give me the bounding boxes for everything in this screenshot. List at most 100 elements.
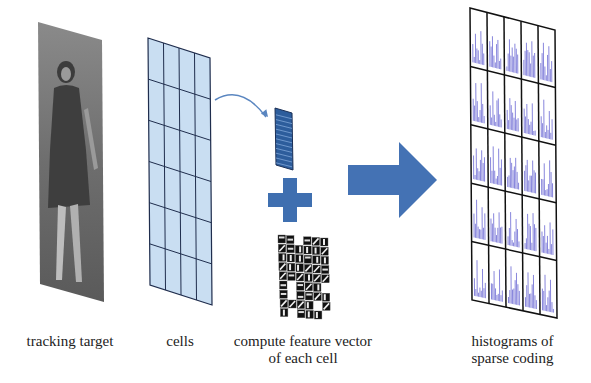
- histogram-bar: [482, 104, 483, 123]
- atom-ground: [279, 272, 287, 280]
- atom-ground: [297, 282, 305, 290]
- histogram-bar: [482, 269, 483, 298]
- atom-stroke: [299, 246, 301, 252]
- histogram-bar: [473, 156, 474, 180]
- histogram-bar: [543, 43, 544, 80]
- histogram-bar: [546, 305, 547, 311]
- atom-stroke: [315, 294, 321, 300]
- histogram-bar: [475, 175, 476, 179]
- histogram-bar: [517, 172, 518, 189]
- histogram-bar: [485, 283, 486, 298]
- grid-line: [471, 183, 556, 203]
- dictionary-atom: [321, 266, 329, 274]
- dictionary-atom: [287, 236, 295, 244]
- histogram-bar: [548, 249, 549, 254]
- histogram-bar: [501, 227, 502, 244]
- histogram-bar: [553, 309, 554, 313]
- histogram-bar: [478, 227, 479, 239]
- histogram-bar: [493, 56, 494, 68]
- histogram-bar: [508, 297, 509, 303]
- arrow-body: [348, 142, 437, 218]
- histogram-bar: [490, 219, 491, 242]
- feature-stripe: [276, 129, 292, 133]
- histogram-bar: [513, 289, 514, 305]
- histogram-bar: [473, 99, 474, 121]
- dictionary-atom: [306, 310, 314, 318]
- histogram-bar: [544, 163, 545, 195]
- dictionary-atom: [314, 293, 322, 301]
- atom-stroke: [323, 276, 329, 282]
- atom-ground: [305, 292, 313, 300]
- histogram-bar: [500, 59, 501, 70]
- atom-stroke: [314, 266, 320, 272]
- atom-stroke: [306, 247, 308, 253]
- atom-stroke: [298, 296, 304, 298]
- histogram-bar: [544, 67, 545, 81]
- histogram-bar: [501, 159, 502, 185]
- histogram-bar: [546, 243, 547, 254]
- atom-ground: [304, 255, 312, 263]
- feature-stripe: [276, 144, 292, 148]
- feature-stripe: [276, 153, 292, 157]
- arrow-head: [261, 109, 268, 117]
- atom-ground: [297, 291, 305, 299]
- histogram-bar: [492, 91, 493, 125]
- atom-stroke: [298, 284, 304, 286]
- histogram-bar: [480, 31, 481, 64]
- histogram-bar: [542, 179, 543, 195]
- dictionary-atom: [279, 263, 287, 271]
- histogram-bar: [514, 167, 515, 189]
- dictionary-atom: [304, 246, 312, 254]
- atom-ground: [279, 263, 287, 271]
- atom-ground: [280, 290, 288, 298]
- dictionary-atom: [296, 264, 304, 272]
- histogram-bar: [474, 57, 475, 63]
- dictionary-atom: [297, 310, 305, 318]
- histogram-bar: [495, 288, 496, 300]
- histogram-bar: [543, 100, 544, 138]
- histogram-bar: [549, 160, 550, 196]
- atom-ground: [304, 246, 312, 254]
- image-frame: [38, 22, 104, 302]
- histogram-bar: [482, 207, 483, 239]
- histogram-bar: [491, 118, 492, 126]
- histogram-bar: [531, 122, 532, 135]
- atom-ground: [287, 263, 295, 271]
- atom-ground: [321, 247, 329, 255]
- atom-ground: [280, 299, 288, 307]
- histogram-bar: [532, 284, 533, 308]
- dictionary-atom: [305, 283, 313, 291]
- atom-stroke: [305, 265, 311, 271]
- histogram-bar: [549, 291, 550, 312]
- histogram-bar: [529, 52, 530, 76]
- histogram-bar: [527, 214, 528, 250]
- histogram-bar: [476, 200, 477, 238]
- histogram-bar: [492, 36, 493, 67]
- histogram-bar: [472, 44, 473, 62]
- dictionary-atom: [321, 256, 329, 264]
- atom-ground: [304, 237, 312, 245]
- curved-arrow: [215, 95, 268, 117]
- histogram-bar: [516, 49, 517, 74]
- histogram-bar: [509, 290, 510, 303]
- atom-stroke: [281, 300, 287, 306]
- dictionary-atom: [296, 255, 304, 263]
- panel-caption: tracking target: [10, 333, 130, 350]
- feature-stripe: [276, 139, 292, 143]
- atom-stroke: [316, 257, 318, 263]
- histogram-bar: [530, 294, 531, 308]
- histogram-bar: [515, 280, 516, 304]
- grid-line: [470, 66, 555, 87]
- atom-ground: [279, 253, 287, 261]
- dictionary-atom: [288, 272, 296, 280]
- histogram-bar: [514, 232, 515, 247]
- grid-line: [472, 242, 557, 261]
- dictionary-atom: [321, 247, 329, 255]
- histogram-bar: [473, 214, 474, 238]
- histogram-bar: [494, 171, 495, 184]
- atom-ground: [322, 275, 330, 283]
- histogram-bar: [528, 180, 529, 191]
- dictionary-atom: [313, 265, 321, 273]
- feature-stripe: [276, 124, 292, 128]
- atom-ground: [313, 265, 321, 273]
